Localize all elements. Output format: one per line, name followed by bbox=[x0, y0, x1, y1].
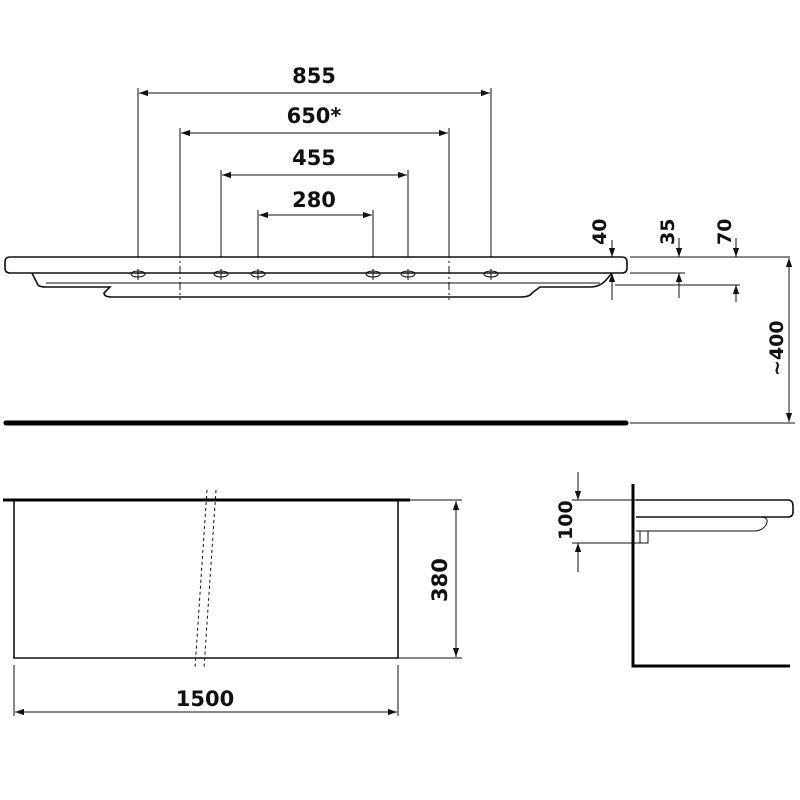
dimension-380: 380 bbox=[428, 501, 460, 657]
basin-front-view: 380 1500 bbox=[3, 489, 462, 716]
dimension-855-label: 855 bbox=[292, 64, 336, 88]
dimension-35-label: 35 bbox=[657, 219, 679, 245]
dimension-70: 70 bbox=[714, 219, 740, 302]
basin-bowl-contour bbox=[31, 272, 613, 298]
basin-top-slab bbox=[4, 256, 628, 274]
dimension-280-label: 280 bbox=[292, 188, 336, 212]
dimension-1500: 1500 bbox=[15, 687, 397, 716]
tap-holes bbox=[130, 269, 499, 280]
dimension-40: 40 bbox=[589, 219, 616, 300]
tap-hole-855-right bbox=[483, 269, 499, 280]
dimension-650-label: 650* bbox=[287, 104, 342, 128]
wall-outline bbox=[631, 484, 790, 668]
tap-hole-455-right bbox=[400, 269, 416, 280]
dimension-100-label: 100 bbox=[555, 500, 577, 540]
basin-side-view: 100 bbox=[555, 472, 794, 668]
dimension-1500-label: 1500 bbox=[176, 687, 234, 711]
tap-hole-280-left bbox=[250, 269, 266, 280]
dimension-455: 455 bbox=[222, 146, 407, 179]
dimension-280: 280 bbox=[259, 188, 372, 219]
dimension-35: 35 bbox=[657, 219, 683, 298]
tap-hole-280-right bbox=[365, 269, 381, 280]
basin-elevation-view: 855 650* 455 280 40 35 bbox=[3, 64, 795, 426]
dimension-70-label: 70 bbox=[714, 219, 736, 245]
dimension-400: ~400 bbox=[630, 258, 795, 424]
tap-hole-855-left bbox=[130, 269, 146, 280]
dimension-380-label: 380 bbox=[428, 558, 452, 602]
dimension-455-label: 455 bbox=[292, 146, 336, 170]
dimension-100: 100 bbox=[555, 472, 582, 572]
dimension-855: 855 bbox=[139, 64, 490, 97]
dimension-40-label: 40 bbox=[589, 219, 611, 245]
dimension-400-label: ~400 bbox=[766, 320, 788, 376]
dimension-650: 650* bbox=[181, 104, 448, 137]
break-lines bbox=[194, 489, 217, 669]
tap-hole-455-left bbox=[213, 269, 229, 280]
